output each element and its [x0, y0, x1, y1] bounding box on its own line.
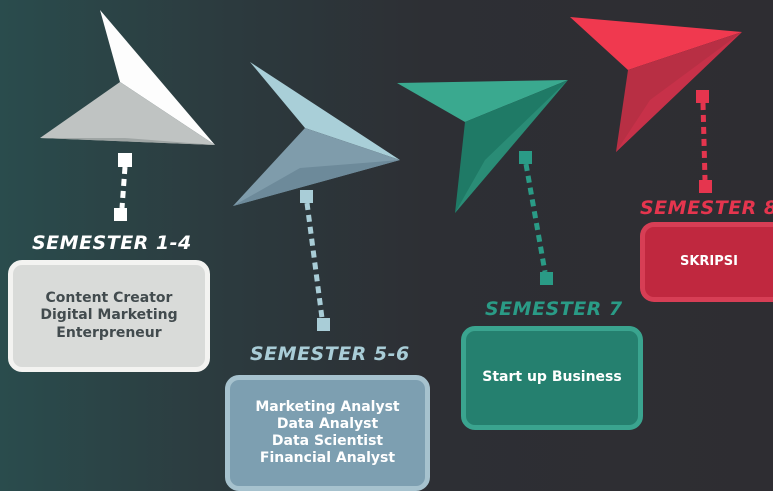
stage-1-label: SEMESTER 1-4 [32, 232, 192, 254]
paper-plane-icon-stage-2 [233, 62, 400, 206]
stage-1-item: Enterpreneur [56, 324, 162, 341]
stage-2-item: Data Scientist [271, 433, 384, 449]
stage-3-item: Start up Business [482, 369, 622, 386]
stage-2-item: Marketing Analyst [255, 398, 400, 415]
stage-2-label: SEMESTER 5-6 [250, 343, 410, 365]
paper-plane-icon-stage-4 [570, 17, 742, 152]
stage-2-box: Marketing Analyst Data Analyst Data Scie… [225, 375, 430, 491]
dashed-connector-stage-4 [696, 90, 712, 193]
stage-4-item: SKRIPSI [679, 254, 738, 270]
stage-2-item: Financial Analyst [259, 450, 396, 467]
stage-3-box: Start up Business [461, 326, 643, 430]
stage-1-item: Digital Marketing [40, 307, 178, 324]
stage-4-label: SEMESTER 8 [640, 197, 773, 219]
dashed-connector-stage-3 [519, 151, 553, 285]
stage-3-label: SEMESTER 7 [485, 298, 623, 320]
stage-1-box: Content Creator Digital Marketing Enterp… [8, 260, 210, 372]
dashed-connector-stage-2 [300, 190, 330, 331]
paper-plane-icon-stage-1 [40, 10, 215, 145]
dashed-connector-stage-1 [114, 153, 132, 221]
stage-2-item: Data Analyst [276, 415, 379, 432]
stage-4-box: SKRIPSI [640, 222, 773, 302]
stage-1-item: Content Creator [45, 290, 173, 307]
paper-plane-icon-stage-3 [397, 80, 568, 213]
